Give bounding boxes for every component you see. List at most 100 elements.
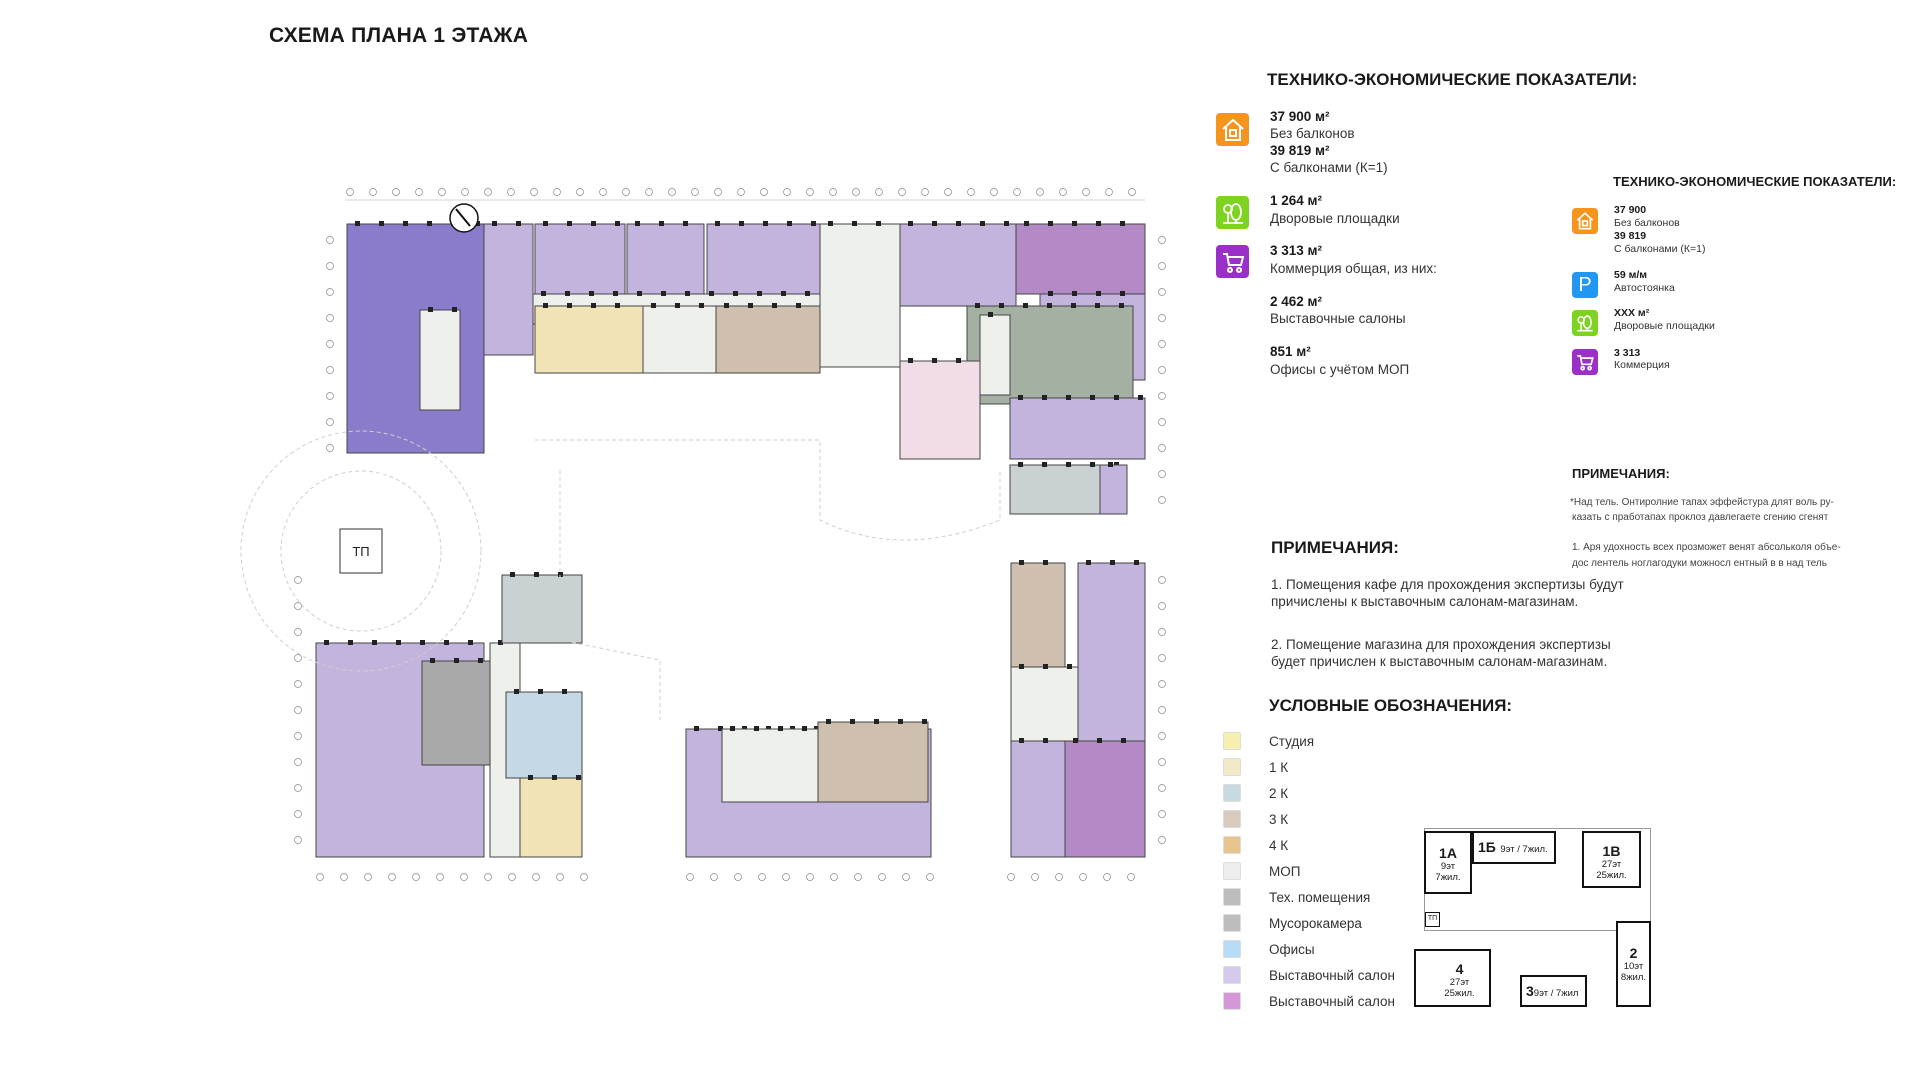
- grid-axis-marker: [1158, 810, 1166, 818]
- tep-sec-label-3: Дворовые площадки: [1614, 320, 1715, 332]
- plan-room-apartment-studio: [534, 305, 644, 374]
- legend-item: МОП: [1223, 861, 1300, 881]
- column-mark: [514, 689, 519, 694]
- plan-room-showroom: [1064, 740, 1146, 858]
- column-mark: [1110, 560, 1115, 565]
- plan-room-showroom: [534, 223, 626, 295]
- grid-axis-marker: [484, 873, 492, 881]
- grid-axis-marker: [576, 188, 584, 196]
- column-mark: [675, 303, 680, 308]
- column-mark: [781, 291, 786, 296]
- column-mark: [615, 221, 620, 226]
- column-mark: [567, 303, 572, 308]
- column-mark: [428, 307, 433, 312]
- grid-axis-marker: [1158, 602, 1166, 610]
- grid-axis-marker: [1158, 288, 1166, 296]
- grid-axis-marker: [1158, 576, 1166, 584]
- grid-axis-marker: [1158, 366, 1166, 374]
- column-mark: [1047, 303, 1052, 308]
- column-mark: [715, 221, 720, 226]
- tep-sec-label-1: Без балконов: [1614, 217, 1680, 229]
- grid-axis-marker: [340, 873, 348, 881]
- plan-room-stair-core: [642, 305, 717, 374]
- tp-building: ТП: [1425, 912, 1440, 927]
- plan-room-showroom: [1009, 397, 1146, 460]
- column-mark: [730, 726, 735, 731]
- legend-swatch: [1223, 836, 1241, 854]
- legend-swatch: [1223, 810, 1241, 828]
- column-mark: [772, 303, 777, 308]
- grid-axis-marker: [806, 188, 814, 196]
- secondary-note-b1: 1. Аря удохность всех прозможет венят аб…: [1572, 542, 1841, 553]
- plan-room-showroom: [1077, 562, 1146, 742]
- plan-room-lobby: [1010, 666, 1079, 742]
- column-mark: [988, 312, 993, 317]
- column-mark: [1121, 738, 1126, 743]
- grid-axis-marker: [388, 873, 396, 881]
- column-mark: [1138, 395, 1143, 400]
- grid-axis-marker: [737, 188, 745, 196]
- grid-axis-marker: [326, 314, 334, 322]
- grid-axis-marker: [294, 576, 302, 584]
- column-mark: [1023, 303, 1028, 308]
- column-mark: [567, 221, 572, 226]
- plan-room-tech-rooms: [501, 574, 583, 644]
- column-mark: [932, 221, 937, 226]
- grid-axis-marker: [1103, 873, 1111, 881]
- grid-axis-marker: [326, 366, 334, 374]
- cart-icon: [1572, 349, 1598, 375]
- grid-axis-marker: [508, 873, 516, 881]
- grid-axis-marker: [436, 873, 444, 881]
- column-mark: [543, 221, 548, 226]
- grid-axis-marker: [1158, 236, 1166, 244]
- column-mark: [543, 303, 548, 308]
- legend-label: 4 К: [1269, 837, 1289, 853]
- note-1-line-1: 1. Помещения кафе для прохождения экспер…: [1271, 577, 1624, 592]
- note-2-line-2: будет причислен к выставочным салонам-ма…: [1271, 654, 1608, 669]
- column-mark: [541, 291, 546, 296]
- column-mark: [591, 303, 596, 308]
- cart-icon: [1216, 245, 1249, 278]
- tep-main-label-2: Дворовые площадки: [1270, 211, 1400, 226]
- column-mark: [1097, 738, 1102, 743]
- grid-axis-marker: [1007, 873, 1015, 881]
- grid-axis-marker: [1158, 262, 1166, 270]
- grid-axis-marker: [326, 444, 334, 452]
- legend-item: Выставочный салон: [1223, 965, 1395, 985]
- column-mark: [651, 303, 656, 308]
- grid-axis-marker: [854, 873, 862, 881]
- tep-main-heading: ТЕХНИКО-ЭКОНОМИЧЕСКИЕ ПОКАЗАТЕЛИ:: [1267, 70, 1638, 89]
- grid-axis-marker: [294, 810, 302, 818]
- tep-sec-label-2: Автостоянка: [1614, 282, 1675, 294]
- grid-axis-marker: [484, 188, 492, 196]
- column-mark: [562, 689, 567, 694]
- column-mark: [908, 358, 913, 363]
- grid-axis-marker: [1158, 680, 1166, 688]
- grid-axis-marker: [415, 188, 423, 196]
- column-mark: [699, 303, 704, 308]
- grid-axis-marker: [507, 188, 515, 196]
- grid-axis-marker: [1036, 188, 1044, 196]
- plan-room-showroom: [899, 223, 1017, 307]
- legend-item: 1 К: [1223, 757, 1288, 777]
- grid-axis-marker: [622, 188, 630, 196]
- grid-axis-marker: [294, 836, 302, 844]
- grid-axis-marker: [944, 188, 952, 196]
- courtyard-outline: [240, 430, 1001, 720]
- grid-axis-marker: [1158, 836, 1166, 844]
- grid-axis-marker: [1158, 340, 1166, 348]
- grid-axis-marker: [1158, 706, 1166, 714]
- legend-item: Офисы: [1223, 939, 1315, 959]
- legend-label: Выставочный салон: [1269, 967, 1395, 983]
- tep-main-label-3: Коммерция общая, из них:: [1270, 261, 1437, 276]
- grid-axis-marker: [326, 262, 334, 270]
- legend-label: 3 К: [1269, 811, 1289, 827]
- column-mark: [565, 291, 570, 296]
- column-mark: [724, 303, 729, 308]
- note-2-line-1: 2. Помещение магазина для прохождения эк…: [1271, 637, 1611, 652]
- legend-label: 2 К: [1269, 785, 1289, 801]
- house-icon: [1572, 208, 1598, 234]
